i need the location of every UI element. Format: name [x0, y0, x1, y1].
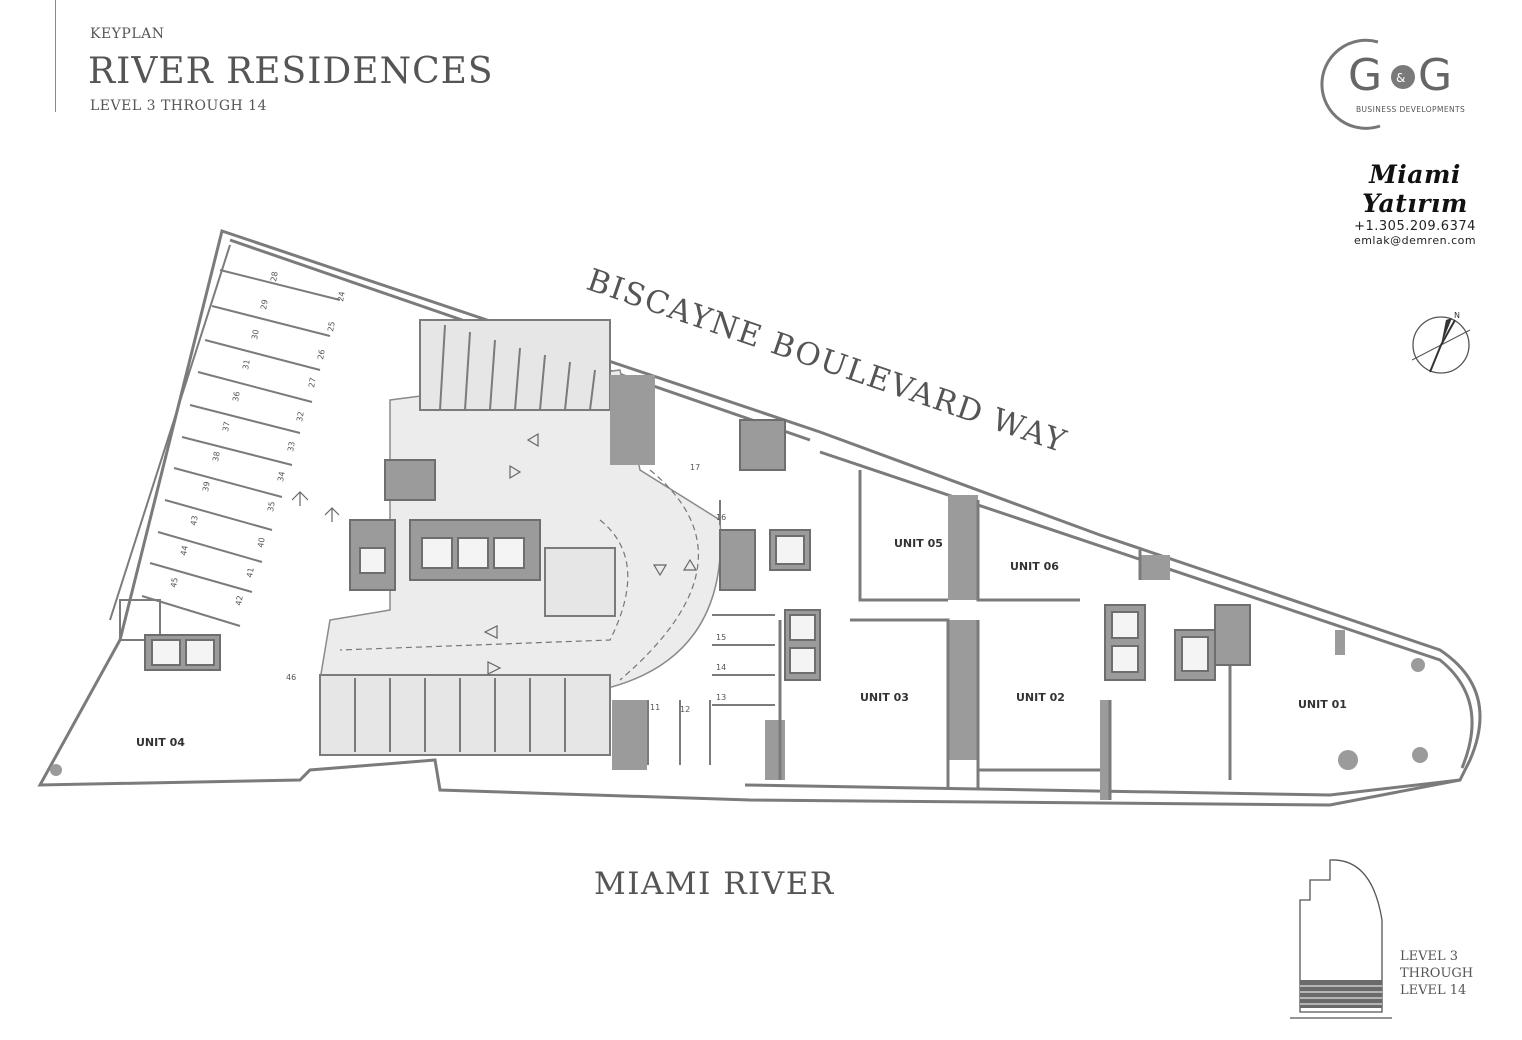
svg-text:G: G	[1418, 50, 1452, 101]
stall-42: 42	[234, 595, 245, 607]
compass-icon: N	[1411, 311, 1471, 374]
parking-top	[319, 319, 616, 756]
stall-30: 30	[250, 329, 261, 341]
arrow-icon	[291, 491, 309, 506]
building-elevation-icon	[1290, 859, 1392, 1019]
stall-44: 44	[179, 545, 190, 557]
parking-left	[109, 244, 341, 641]
stall-45: 45	[169, 577, 180, 589]
gg-logo-icon: G & G BUSINESS DEVELOPMENTS	[1318, 38, 1478, 130]
arrow-icon	[509, 464, 522, 480]
level-note: LEVEL 3 THROUGH LEVEL 14	[1400, 948, 1473, 999]
arrow-icon	[652, 564, 668, 577]
contact-phone: +1.305.209.6374	[1354, 219, 1476, 234]
svg-text:G: G	[1348, 50, 1382, 101]
stall-38: 38	[211, 451, 222, 463]
stall-26: 26	[316, 349, 327, 361]
arrow-icon	[526, 432, 539, 448]
contact-brand: Miami Yatırım	[1362, 160, 1468, 218]
keyplan-label: KEYPLAN	[90, 26, 165, 42]
stall-25: 25	[326, 321, 337, 333]
stall-16: 16	[716, 513, 726, 522]
core-walls	[610, 375, 1345, 800]
columns	[50, 658, 1428, 776]
unit-labels: UNIT 01 UNIT 02 UNIT 03 UNIT 04 UNIT 05 …	[136, 537, 1347, 749]
stall-31: 31	[241, 359, 252, 371]
level-note-line3: LEVEL 14	[1400, 983, 1467, 998]
stall-28: 28	[269, 271, 280, 283]
stall-13: 13	[716, 693, 726, 702]
stall-11: 11	[650, 703, 660, 712]
stall-40: 40	[256, 537, 267, 549]
elevator-cores	[144, 419, 1251, 681]
compass-label: N	[1454, 311, 1460, 320]
arrow-icon	[483, 625, 498, 639]
stall-36: 36	[231, 391, 242, 403]
parking-numbers: 28 29 30 31 36 37 38 39 43 44 45 24 25 2…	[169, 271, 726, 714]
stall-12: 12	[680, 705, 690, 714]
stall-35: 35	[266, 501, 277, 513]
stall-24: 24	[336, 291, 347, 303]
stall-39: 39	[201, 481, 212, 493]
header-divider	[55, 0, 56, 112]
contact-block: Miami Yatırım +1.305.209.6374 emlak@demr…	[1320, 160, 1510, 247]
arrow-icon	[324, 507, 340, 522]
page-subtitle: LEVEL 3 THROUGH 14	[90, 98, 267, 114]
unit-05-label: UNIT 05	[894, 537, 943, 550]
unit-03-label: UNIT 03	[860, 691, 909, 704]
arrow-icon	[682, 558, 698, 571]
unit-01-label: UNIT 01	[1298, 698, 1347, 711]
traffic-arrows	[291, 432, 698, 675]
unit-06-label: UNIT 06	[1010, 560, 1059, 573]
stall-46: 46	[286, 673, 296, 682]
stall-27: 27	[307, 377, 318, 389]
level-note-line1: LEVEL 3	[1400, 949, 1459, 964]
unit-partitions	[778, 470, 1232, 800]
page-title: RIVER RESIDENCES	[88, 51, 494, 92]
street-label-south: MIAMI RIVER	[594, 866, 835, 902]
stall-41: 41	[245, 567, 256, 579]
stall-43: 43	[189, 515, 200, 527]
stall-37: 37	[221, 421, 232, 433]
contact-email: emlak@demren.com	[1353, 234, 1477, 247]
logo-amp: &	[1396, 71, 1405, 85]
stall-17: 17	[690, 463, 700, 472]
parking-right	[647, 500, 775, 765]
unit-02-label: UNIT 02	[1016, 691, 1065, 704]
stall-15: 15	[716, 633, 726, 642]
stall-29: 29	[259, 299, 270, 311]
stall-34: 34	[276, 471, 287, 483]
unit-04-label: UNIT 04	[136, 736, 185, 749]
stall-32: 32	[295, 411, 306, 423]
logo-tagline: BUSINESS DEVELOPMENTS	[1356, 105, 1465, 114]
arrow-icon	[487, 661, 502, 675]
stall-14: 14	[716, 663, 726, 672]
level-note-line2: THROUGH	[1400, 966, 1474, 981]
stall-33: 33	[286, 441, 297, 453]
